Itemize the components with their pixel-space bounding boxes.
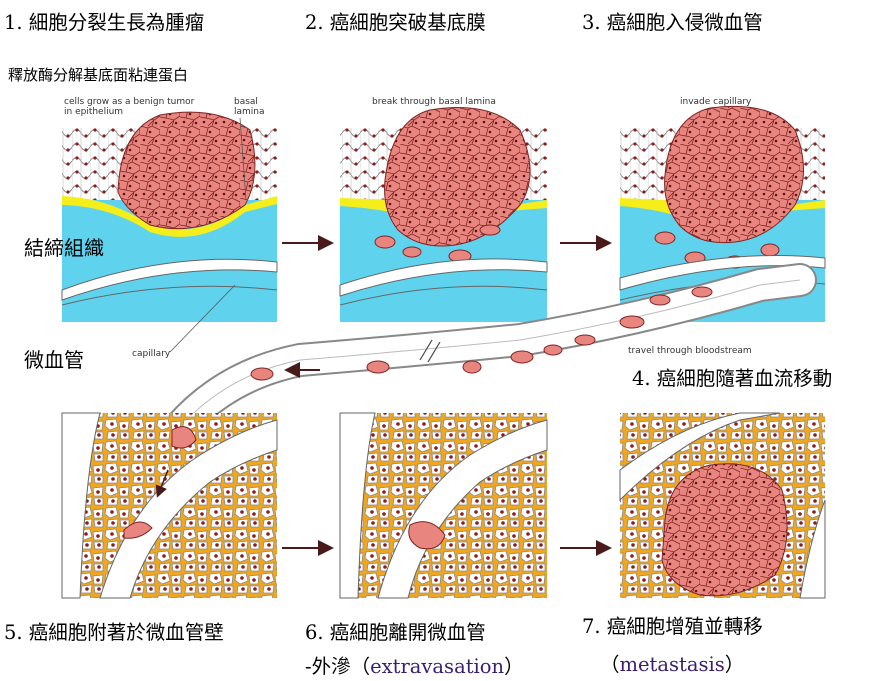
- fig-label-travel: travel through bloodstream: [628, 346, 752, 356]
- step-6-subcaption: -外滲（extravasation）: [305, 650, 524, 679]
- fig-label-basal: basal: [234, 97, 258, 107]
- capillary-label: 微血管: [24, 348, 84, 372]
- panel-6-extravasation: [339, 412, 548, 599]
- step-6-sub-prefix: -外滲（: [305, 655, 371, 678]
- panel-5-adhesion: [61, 412, 278, 599]
- panel-1-benign-tumor: [61, 95, 278, 322]
- step-2-caption: 2. 癌細胞突破基底膜: [305, 11, 486, 34]
- step-7-caption: 7. 癌細胞增殖並轉移: [582, 615, 763, 638]
- panel-2-break-through-lamina: [339, 95, 548, 322]
- enzyme-note: 釋放酶分解基底面粘連蛋白: [8, 66, 189, 84]
- fig-label-capillary: capillary: [132, 349, 171, 359]
- step-7-sub-prefix: （: [600, 653, 620, 676]
- step-7-sub-suffix: ）: [724, 653, 745, 676]
- step-5-caption: 5. 癌細胞附著於微血管壁: [4, 621, 224, 644]
- fig-label-lamina: lamina: [234, 107, 265, 117]
- step-7-sub-term: metastasis: [619, 653, 725, 676]
- step-1-caption: 1. 細胞分裂生長為腫瘤: [4, 11, 205, 34]
- step-6-sub-term: extravasation: [370, 655, 505, 678]
- connective-tissue-label: 結締組織: [24, 236, 104, 260]
- step-3-caption: 3. 癌細胞入侵微血管: [582, 11, 763, 34]
- bloodstream-capillary: [133, 263, 817, 487]
- fig-label-panel1-top2: in epithelium: [64, 107, 123, 117]
- panel-3-invade-capillary: [619, 95, 826, 322]
- fig-label-panel3-top: invade capillary: [680, 97, 752, 107]
- step-7-subcaption: （metastasis）: [600, 648, 744, 677]
- step-6-sub-suffix: ）: [504, 655, 524, 678]
- step-6-caption: 6. 癌細胞離開微血管: [305, 621, 486, 644]
- step-4-caption: 4. 癌細胞隨著血流移動: [632, 367, 833, 390]
- fig-label-panel2-top: break through basal lamina: [372, 97, 496, 107]
- panel-7-metastasis: [619, 412, 826, 599]
- fig-label-panel1-top: cells grow as a benign tumor: [64, 97, 195, 107]
